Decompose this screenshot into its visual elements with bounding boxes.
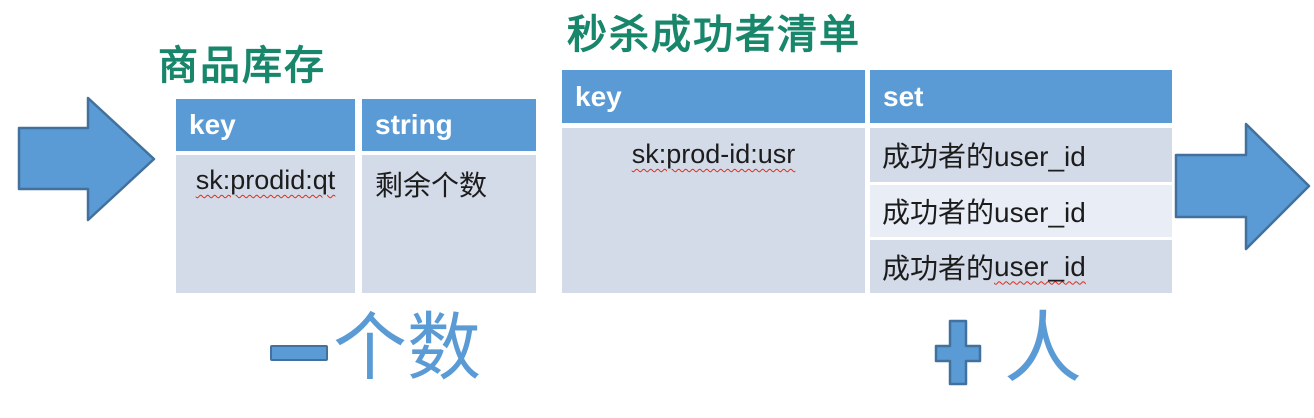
minus-caption-text: 个数 [333,306,481,389]
plus-icon [934,319,982,386]
winners-set-row-misspelled: user_id [994,250,1086,282]
winners-table: key set sk:prod-id:usr 成功者的user_id 成功者的u… [562,70,1172,293]
winners-key-value: sk:prod-id:usr [631,139,796,169]
inventory-value-cell: 剩余个数 [362,155,536,293]
winners-header-set: set [870,70,1172,123]
winners-title: 秒杀成功者清单 [567,13,861,57]
inventory-title: 商品库存 [158,44,326,88]
inventory-key-cell: sk:prodid:qt [176,155,355,293]
inventory-key-value: sk:prodid:qt [195,165,336,195]
plus-caption-text: 人 [1004,304,1083,392]
winners-key-cell: sk:prod-id:usr [562,128,865,293]
inventory-header-string: string [362,99,536,151]
inventory-table: key string sk:prodid:qt 剩余个数 [176,99,536,293]
winners-set-row: 成功者的user_id [870,185,1172,237]
left-arrow-icon [17,96,156,222]
minus-icon [270,345,328,361]
winners-set-row: 成功者的user_id [870,128,1172,182]
right-arrow-icon [1174,122,1311,251]
winners-set-row-prefix: 成功者的 [882,252,995,284]
winners-header-key: key [562,70,865,123]
inventory-header-key: key [176,99,355,151]
